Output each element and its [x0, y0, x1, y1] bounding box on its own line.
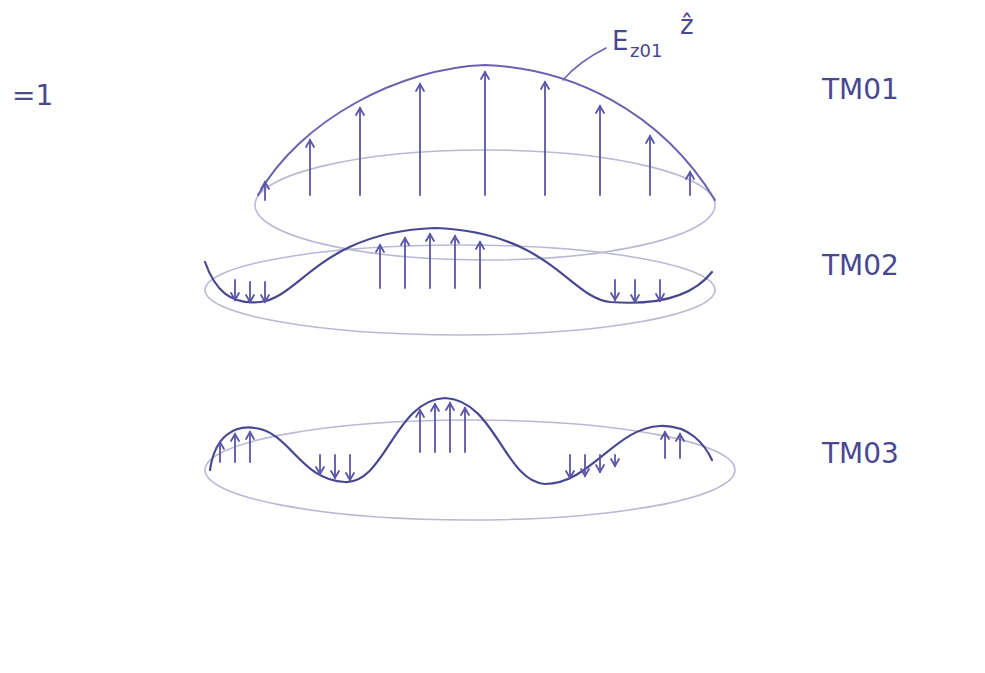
field-arrow [261, 282, 269, 302]
field-arrow [611, 455, 619, 466]
mode-name: TM01 [822, 76, 899, 104]
field-arrow [481, 72, 489, 195]
field-arrow [541, 82, 549, 195]
field-arrow [216, 442, 224, 462]
field-arrow [596, 106, 604, 195]
field-arrow [661, 432, 669, 458]
field-arrow [416, 410, 424, 452]
field-arrow [331, 455, 339, 478]
field-arrow [356, 108, 364, 195]
field-arrows [216, 72, 694, 480]
field-label: E [612, 28, 628, 54]
field-profile [205, 228, 712, 303]
field-arrow [656, 280, 664, 301]
field-profile [210, 398, 712, 484]
field-arrow [566, 455, 574, 478]
field-arrow [446, 403, 454, 452]
field-arrow [376, 245, 384, 288]
disk-outline [205, 245, 715, 335]
field-arrow [416, 84, 424, 195]
field-arrow [231, 280, 239, 300]
field-arrow [476, 242, 484, 288]
field-arrow [401, 238, 409, 288]
field-arrow [581, 455, 589, 476]
field-arrow [246, 282, 254, 302]
field-arrow [261, 182, 269, 200]
field-label: ẑ [680, 12, 694, 38]
field-arrow [686, 172, 694, 195]
mode-name: TM02 [822, 252, 899, 280]
field-arrow [316, 455, 324, 474]
field-arrow [631, 280, 639, 302]
leader-line [563, 48, 606, 80]
field-arrow [676, 434, 684, 458]
field-arrow [306, 140, 314, 195]
disk-outline [205, 420, 735, 520]
index-note: =1 [12, 82, 53, 110]
field-label: z01 [630, 42, 662, 60]
field-arrow [451, 236, 459, 288]
mode-name: TM03 [822, 440, 899, 468]
field-arrow [611, 280, 619, 300]
field-arrow [461, 408, 469, 452]
field-arrow [596, 455, 604, 472]
field-arrow [346, 455, 354, 480]
field-profile [258, 65, 715, 200]
field-arrow [246, 432, 254, 462]
field-arrow [426, 234, 434, 288]
field-arrow [431, 404, 439, 452]
field-arrow [646, 136, 654, 195]
field-arrow [231, 434, 239, 462]
